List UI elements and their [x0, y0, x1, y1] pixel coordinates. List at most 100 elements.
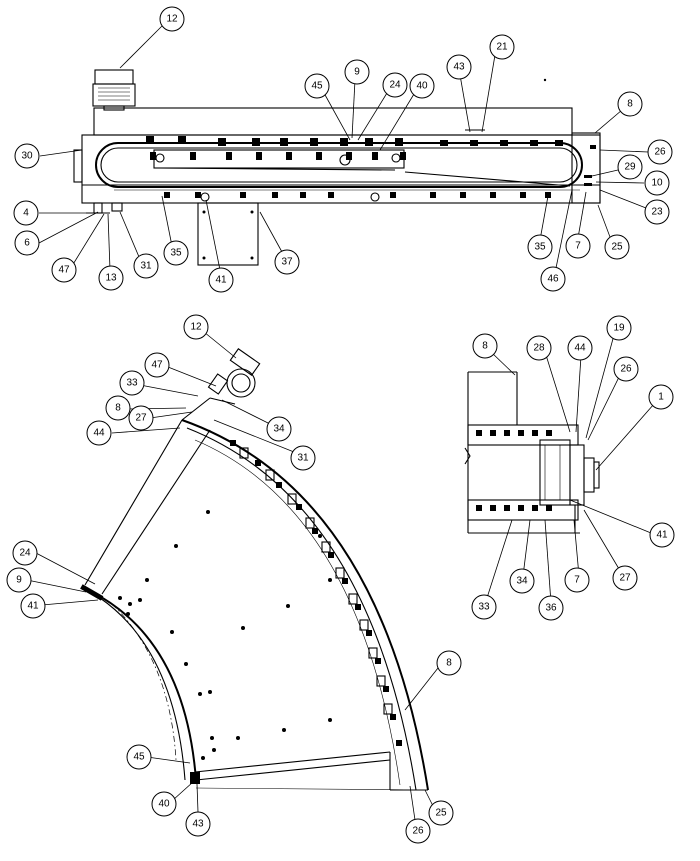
svg-text:19: 19: [613, 323, 625, 334]
svg-text:45: 45: [133, 752, 145, 763]
callout-13: 13: [98, 265, 124, 291]
callout-46: 46: [540, 266, 566, 292]
callout-44: 44: [567, 335, 593, 361]
svg-text:26: 26: [620, 364, 632, 375]
callout-21: 21: [489, 34, 515, 60]
svg-text:27: 27: [135, 413, 147, 424]
callout-1: 1: [648, 384, 674, 410]
svg-text:1: 1: [658, 392, 664, 403]
callout-8: 8: [436, 650, 462, 676]
callout-31: 31: [290, 445, 316, 471]
callout-12: 12: [183, 314, 209, 340]
svg-text:37: 37: [281, 257, 293, 268]
middle-rollers: [150, 152, 406, 166]
top-hood: [93, 107, 573, 136]
callout-31: 31: [133, 253, 159, 279]
callout-26: 26: [613, 356, 639, 382]
svg-text:12: 12: [190, 322, 202, 333]
support-panel: [197, 202, 259, 266]
svg-text:9: 9: [16, 575, 22, 586]
callout-9: 9: [344, 59, 370, 85]
detail-rollers: [476, 430, 552, 511]
svg-text:35: 35: [170, 248, 182, 259]
curved-conveyor-view: [80, 348, 429, 791]
callout-7: 7: [564, 567, 590, 593]
callout-26: 26: [405, 818, 431, 844]
belt-loop: [95, 142, 583, 188]
bottom-rollers: [164, 192, 551, 202]
callout-29: 29: [617, 154, 643, 180]
svg-text:34: 34: [516, 576, 528, 587]
straight-conveyor-view: [73, 69, 601, 266]
svg-text:31: 31: [140, 261, 152, 272]
svg-text:41: 41: [27, 601, 39, 612]
svg-text:31: 31: [297, 453, 309, 464]
svg-text:28: 28: [533, 343, 545, 354]
svg-text:41: 41: [215, 275, 227, 286]
callout-45: 45: [304, 73, 330, 99]
callout-8: 8: [472, 333, 498, 359]
svg-text:44: 44: [93, 428, 105, 439]
callout-36: 36: [538, 595, 564, 621]
svg-text:4: 4: [23, 208, 29, 219]
callout-24: 24: [12, 540, 38, 566]
callout-9: 9: [6, 567, 32, 593]
callout-26: 26: [647, 139, 673, 165]
callout-37: 37: [274, 249, 300, 275]
svg-text:12: 12: [166, 14, 178, 25]
callout-10: 10: [644, 170, 670, 196]
callout-33: 33: [119, 370, 145, 396]
svg-text:33: 33: [126, 378, 138, 389]
drive-motor: [92, 69, 136, 111]
svg-text:34: 34: [273, 424, 285, 435]
svg-text:30: 30: [21, 151, 33, 162]
callout-40: 40: [151, 791, 177, 817]
callout-23: 23: [644, 199, 670, 225]
svg-text:35: 35: [534, 242, 546, 253]
svg-text:21: 21: [496, 42, 508, 53]
svg-text:47: 47: [151, 360, 163, 371]
svg-text:33: 33: [478, 602, 490, 613]
callout-47: 47: [51, 257, 77, 283]
callout-28: 28: [526, 335, 552, 361]
callout-30: 30: [14, 143, 40, 169]
callout-27: 27: [128, 405, 154, 431]
svg-text:47: 47: [58, 265, 70, 276]
svg-text:25: 25: [435, 808, 447, 819]
svg-text:8: 8: [627, 99, 633, 110]
svg-text:24: 24: [389, 80, 401, 91]
svg-text:40: 40: [416, 81, 428, 92]
callout-43: 43: [446, 54, 472, 80]
callout-8: 8: [105, 395, 131, 421]
svg-text:36: 36: [545, 603, 557, 614]
svg-text:43: 43: [453, 62, 465, 73]
svg-text:43: 43: [192, 819, 204, 830]
callout-44: 44: [86, 420, 112, 446]
svg-text:23: 23: [651, 207, 663, 218]
curve-drive-motor: [207, 348, 261, 398]
drive-housing: [153, 149, 405, 169]
callout-47: 47: [144, 352, 170, 378]
svg-text:26: 26: [654, 147, 666, 158]
callout-25: 25: [604, 234, 630, 260]
callout-41: 41: [20, 593, 46, 619]
svg-text:6: 6: [24, 238, 30, 249]
callout-8: 8: [617, 91, 643, 117]
callout-41: 41: [208, 267, 234, 293]
callout-33: 33: [471, 594, 497, 620]
end-detail-view: [464, 371, 600, 534]
callout-41: 41: [649, 522, 675, 548]
svg-text:9: 9: [354, 67, 360, 78]
callout-27: 27: [612, 565, 638, 591]
svg-text:13: 13: [105, 273, 117, 284]
svg-text:8: 8: [115, 403, 121, 414]
svg-text:44: 44: [574, 343, 586, 354]
svg-text:27: 27: [619, 573, 631, 584]
svg-text:8: 8: [446, 658, 452, 669]
mounting-holes: [118, 510, 332, 760]
svg-text:40: 40: [158, 799, 170, 810]
callout-6: 6: [14, 230, 40, 256]
svg-text:25: 25: [611, 242, 623, 253]
